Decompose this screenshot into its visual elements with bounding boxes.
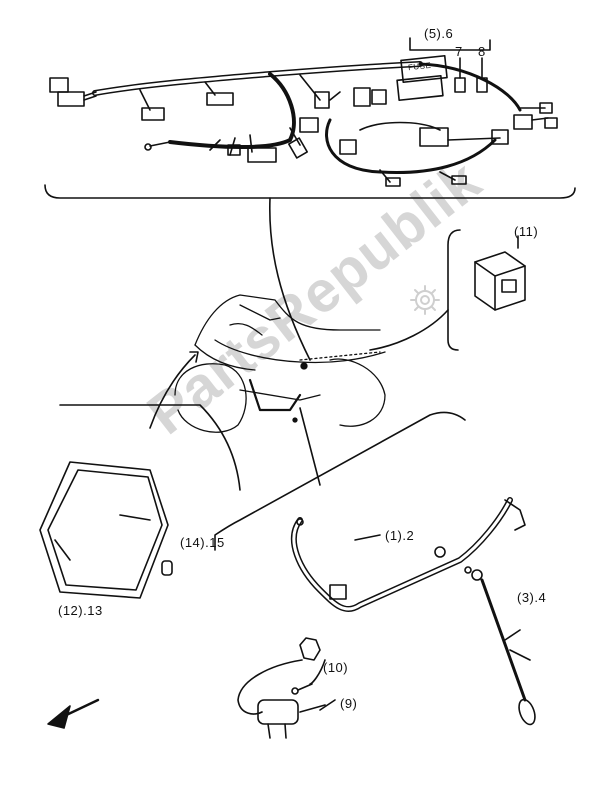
leader-line-10	[309, 659, 326, 685]
callout-7[interactable]: 7	[455, 44, 463, 59]
callout-1-2[interactable]: (1).2	[385, 528, 415, 543]
bulb	[161, 560, 173, 576]
switch-assembly	[237, 637, 326, 739]
leader-line-1-2	[354, 534, 381, 541]
callout-9[interactable]: (9)	[340, 696, 358, 711]
sensor-rod	[471, 569, 536, 726]
callout-11[interactable]: (11)	[514, 224, 539, 239]
callout-5-6[interactable]: (5).6	[424, 26, 454, 41]
relay-unit	[369, 229, 526, 351]
leader-line-harness	[268, 197, 311, 361]
leader-line-assembly	[299, 407, 321, 486]
leader-line-headlight	[149, 354, 196, 429]
callout-10[interactable]: (10)	[323, 660, 349, 675]
callout-3-4[interactable]: (3).4	[517, 590, 547, 605]
sub-harness	[290, 497, 526, 612]
callout-14-15[interactable]: (14).15	[180, 535, 225, 550]
wire-harness	[44, 37, 576, 199]
arrow-head-icon	[189, 351, 199, 363]
gear-icon	[410, 285, 440, 315]
callout-8[interactable]: 8	[478, 44, 486, 59]
assembly-bracket-line	[214, 411, 466, 551]
front-arrow-icon	[47, 698, 100, 729]
leader-line-9	[319, 699, 336, 711]
motorcycle-outline	[174, 294, 386, 433]
headlight	[39, 404, 241, 599]
callout-12-13[interactable]: (12).13	[58, 603, 103, 618]
